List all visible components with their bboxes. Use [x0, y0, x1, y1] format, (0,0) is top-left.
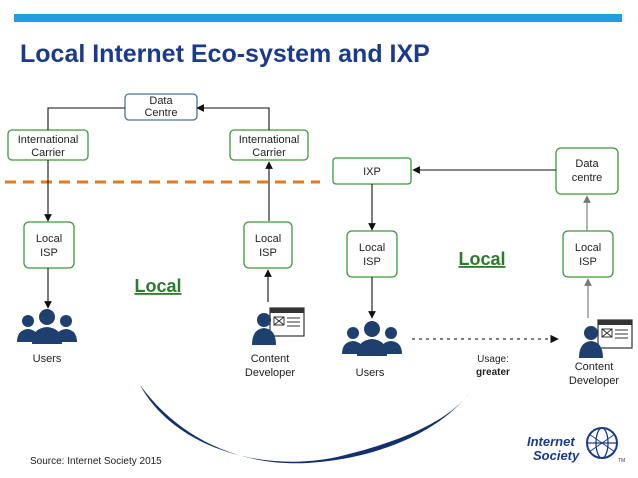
logo-tm: TM: [618, 458, 625, 464]
ixp-label: IXP: [363, 166, 381, 178]
left-carrier-line1: International: [18, 134, 79, 146]
developer-browser-icon-right: [579, 319, 633, 358]
right-isp-line1: Local: [359, 242, 385, 254]
left-isp2-line2: ISP: [259, 247, 277, 259]
right-isp2-line1: Local: [575, 242, 601, 254]
top-bar: [14, 14, 622, 22]
left-isp2-box: Local ISP: [243, 221, 293, 269]
right-carrier-box: International Carrier: [229, 129, 309, 161]
right-isp-line2: ISP: [363, 256, 381, 268]
logo-line1: Internet: [527, 434, 575, 449]
source-text: Source: Internet Society 2015: [30, 456, 162, 467]
slide-title: Local Internet Eco-system and IXP: [20, 40, 430, 68]
left-data-centre-line1: Data: [149, 95, 173, 107]
right-data-centre-line1: Data: [575, 158, 599, 170]
ixp-box: IXP: [332, 157, 412, 185]
connector-left-carrier-dc: [47, 107, 125, 130]
right-data-centre-line2: centre: [572, 172, 603, 184]
left-developer-line1: Content: [251, 353, 290, 365]
right-developer-line2: Developer: [569, 375, 619, 387]
logo-line2: Society: [533, 448, 580, 463]
usage-value: greater: [476, 367, 510, 378]
left-data-centre-line2: Centre: [144, 107, 177, 119]
left-users-label: Users: [33, 353, 62, 365]
right-isp-box: Local ISP: [346, 230, 398, 278]
left-isp-line1: Local: [36, 233, 62, 245]
left-developer-line2: Developer: [245, 367, 295, 379]
left-data-centre-box: Data Centre: [124, 93, 198, 121]
right-isp2-box: Local ISP: [562, 230, 614, 278]
globe-logo-icon: [586, 427, 618, 459]
left-carrier-line2: Carrier: [31, 147, 65, 159]
developer-browser-icon: [252, 307, 305, 345]
right-users-label: Users: [356, 367, 385, 379]
right-local-label: Local: [458, 249, 505, 269]
users-group-icon: [17, 309, 77, 344]
left-carrier-box: International Carrier: [7, 129, 89, 161]
right-data-centre-box: Data centre: [555, 147, 619, 195]
right-carrier-line1: International: [239, 134, 300, 146]
swoosh-arc: [140, 385, 470, 464]
connector-right-carrier-dc: [196, 104, 270, 130]
left-isp2-line1: Local: [255, 233, 281, 245]
right-developer-line1: Content: [575, 361, 614, 373]
right-isp2-line2: ISP: [579, 256, 597, 268]
left-isp-line2: ISP: [40, 247, 58, 259]
left-local-label: Local: [134, 276, 181, 296]
left-isp-box: Local ISP: [23, 221, 75, 269]
right-carrier-line2: Carrier: [252, 147, 286, 159]
usage-label: Usage:: [477, 354, 509, 365]
users-group-icon-right: [342, 321, 402, 356]
